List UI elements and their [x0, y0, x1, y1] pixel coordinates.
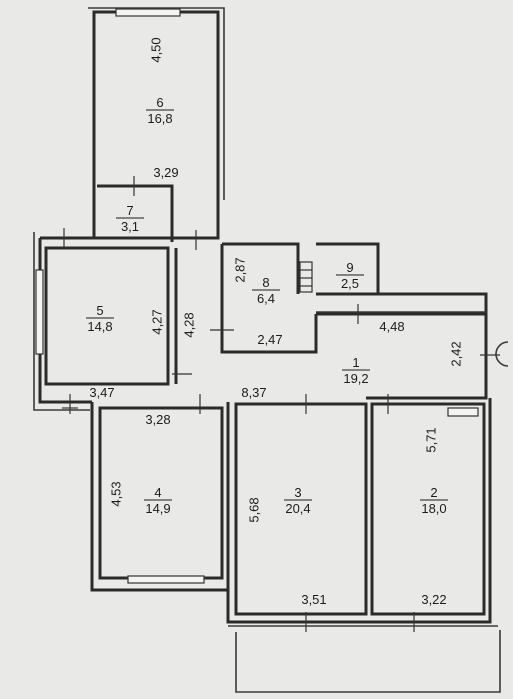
room-number: 8 — [262, 275, 269, 290]
room-area: 16,8 — [147, 111, 172, 126]
tick-marks — [62, 176, 509, 632]
dim-3-22: 3,22 — [421, 592, 446, 607]
dim-5-71: 5,71 — [423, 427, 438, 452]
room-1: 119,2 — [342, 355, 370, 386]
room-area: 19,2 — [343, 371, 368, 386]
dim-4-53: 4,53 — [108, 481, 123, 506]
dim-2-47: 2,47 — [257, 332, 282, 347]
dim-4-28: 4,28 — [181, 312, 196, 337]
window-bottom — [127, 575, 205, 584]
window-left — [35, 269, 44, 355]
room-area: 6,4 — [257, 291, 275, 306]
room-number: 1 — [352, 355, 359, 370]
room-area: 2,5 — [341, 276, 359, 291]
room-area: 3,1 — [121, 219, 139, 234]
dim-5-68: 5,68 — [246, 497, 261, 522]
room-area: 14,9 — [145, 501, 170, 516]
room-6: 616,8 — [146, 95, 174, 126]
room-number: 6 — [156, 95, 163, 110]
room-area: 18,0 — [421, 501, 446, 516]
room-number: 7 — [126, 203, 133, 218]
room-number: 5 — [96, 303, 103, 318]
room-4: 414,9 — [144, 485, 172, 516]
window-right-small — [447, 407, 479, 417]
window-top — [115, 8, 181, 17]
dim-3-51: 3,51 — [301, 592, 326, 607]
dim-2-42: 2,42 — [448, 341, 463, 366]
dim-2-87: 2,87 — [232, 257, 247, 282]
room-number: 3 — [294, 485, 301, 500]
room-area: 14,8 — [87, 319, 112, 334]
room-2: 218,0 — [420, 485, 448, 516]
room-labels: 119,2218,0320,4414,9514,8616,873,186,492… — [86, 95, 448, 516]
shaft — [299, 261, 313, 293]
room-area: 20,4 — [285, 501, 310, 516]
room-number: 2 — [430, 485, 437, 500]
dim-3-47: 3,47 — [89, 385, 114, 400]
room-3: 320,4 — [284, 485, 312, 516]
dim-4-27: 4,27 — [149, 309, 164, 334]
dimension-labels: 4,50 3,29 2,87 4,27 4,28 2,47 4,48 2,42 … — [89, 37, 463, 607]
room-9: 92,5 — [336, 260, 364, 291]
room-number: 4 — [154, 485, 161, 500]
room-8: 86,4 — [252, 275, 280, 306]
room-5: 514,8 — [86, 303, 114, 334]
dim-4-48: 4,48 — [379, 319, 404, 334]
room-number: 9 — [346, 260, 353, 275]
dim-3-29: 3,29 — [153, 165, 178, 180]
dim-8-37: 8,37 — [241, 385, 266, 400]
room-7: 73,1 — [116, 203, 144, 234]
outer-walls — [33, 7, 501, 693]
windows — [35, 8, 479, 584]
dim-4-50: 4,50 — [148, 37, 163, 62]
dim-3-28: 3,28 — [145, 412, 170, 427]
